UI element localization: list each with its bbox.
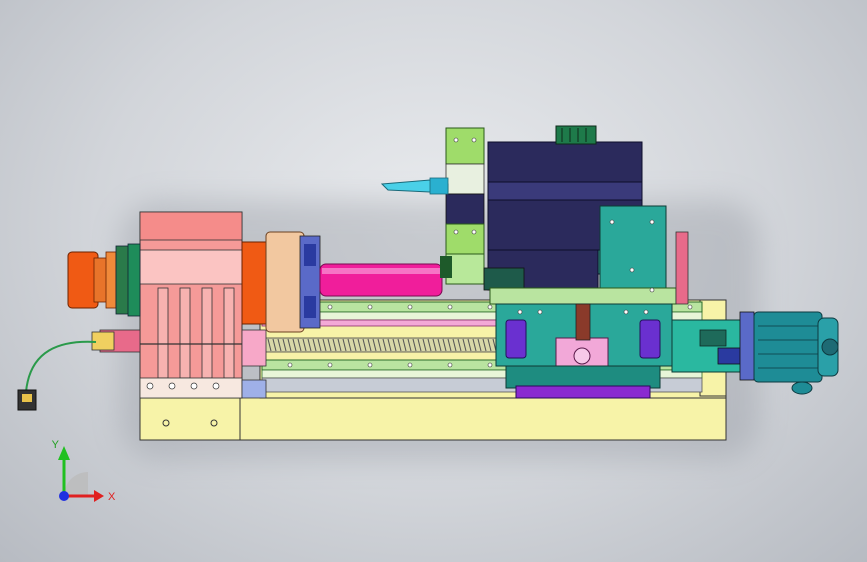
screw-thread [377,338,382,352]
screw-thread [382,338,387,352]
screw-thread [327,338,332,352]
screw-thread [357,338,362,352]
screw-thread [322,338,327,352]
screw-thread [467,338,472,352]
screw-thread [267,338,272,352]
screw-thread [487,338,492,352]
screw-thread [447,338,452,352]
screw-thread [462,338,467,352]
screw-thread [412,338,417,352]
workpiece-bar[interactable] [319,263,443,297]
screw-thread [362,338,367,352]
screw-thread [367,338,372,352]
triad-x-label: X [108,491,116,503]
screw-thread [312,338,317,352]
screw-thread [332,338,337,352]
spindle-chuck[interactable] [241,231,321,333]
screw-thread [417,338,422,352]
triad-y-label: Y [52,439,60,451]
screw-thread [472,338,477,352]
screw-thread [272,338,277,352]
sensor-cable [17,340,97,411]
screw-thread [277,338,282,352]
screw-thread [407,338,412,352]
spindle-motor-icon[interactable] [67,243,141,353]
screw-thread [397,338,402,352]
screw-thread [392,338,397,352]
screw-thread [402,338,407,352]
screw-thread [457,338,462,352]
screw-thread [437,338,442,352]
carriage[interactable] [483,205,689,399]
screw-thread [292,338,297,352]
screw-thread [432,338,437,352]
servo-motor-icon[interactable] [671,311,839,395]
screw-thread [452,338,457,352]
screw-thread [352,338,357,352]
screw-thread [442,338,447,352]
coordinate-triad-icon[interactable] [58,446,104,502]
screw-thread [422,338,427,352]
screw-thread [427,338,432,352]
tool-post[interactable] [440,127,485,285]
screw-thread [307,338,312,352]
screw-thread [342,338,347,352]
screw-thread [287,338,292,352]
screw-thread [477,338,482,352]
screw-thread [372,338,377,352]
screw-thread [387,338,392,352]
headstock[interactable] [139,211,267,399]
screw-thread [482,338,487,352]
screw-thread [302,338,307,352]
cutting-tool[interactable] [380,177,449,195]
screw-thread [297,338,302,352]
screw-thread [282,338,287,352]
screw-thread [337,338,342,352]
screw-thread [317,338,322,352]
screw-thread [347,338,352,352]
